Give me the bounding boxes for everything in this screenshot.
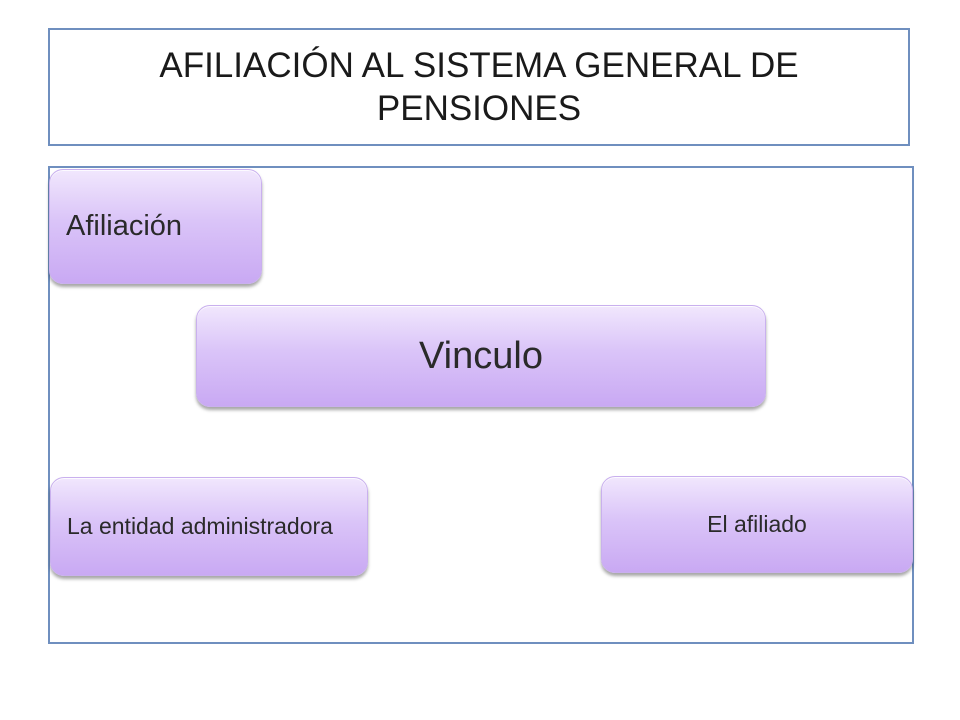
node-vinculo-label: Vinculo: [419, 334, 543, 377]
node-afiliado: El afiliado: [601, 476, 913, 573]
node-vinculo: Vinculo: [196, 305, 766, 407]
slide-title: AFILIACIÓN AL SISTEMA GENERAL DE PENSION…: [159, 46, 799, 128]
node-afiliacion-label: Afiliación: [66, 210, 183, 242]
node-afiliado-label: El afiliado: [707, 511, 807, 537]
node-afiliacion: Afiliación: [49, 169, 262, 284]
node-entidad-administradora: La entidad administradora: [50, 477, 368, 576]
title-frame: AFILIACIÓN AL SISTEMA GENERAL DE PENSION…: [48, 28, 910, 146]
node-entidad-label: La entidad administradora: [67, 513, 333, 539]
